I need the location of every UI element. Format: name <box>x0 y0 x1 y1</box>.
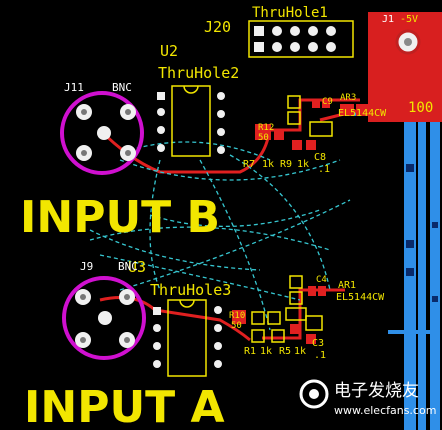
ar3-label: AR3 <box>340 93 356 103</box>
c8-value: .1 <box>318 164 330 175</box>
ar3-amplifier-area[interactable]: R12 50 R7 1k R9 1k C8 .1 C9 AR3 EL5144CW <box>243 93 387 175</box>
ar1-amplifier-area[interactable]: R10 50 R1 1k R5 1k C3 .1 C4 AR1 EL5144CW <box>229 275 385 361</box>
j20-label: J20 <box>204 18 231 36</box>
thruhole1-label: ThruHole1 <box>252 5 328 21</box>
r7-value: 1k <box>262 159 274 170</box>
input-a-label: INPUT A <box>24 382 225 430</box>
r5-label: R5 <box>279 346 291 357</box>
j9-label: J9 <box>80 260 93 273</box>
watermark: 电子发烧友 www.elecfans.com <box>299 379 436 417</box>
r9-label: R9 <box>280 159 292 170</box>
el-bottom-label: EL5144CW <box>336 292 385 303</box>
r5-value: 1k <box>294 346 306 357</box>
u3-label: U3 <box>128 258 146 276</box>
watermark-url: www.elecfans.com <box>334 404 436 417</box>
u2-dip-package[interactable]: U2 ThruHole2 <box>157 42 239 157</box>
j1-5v-label: -5V <box>400 14 418 25</box>
c4-label: C4 <box>316 275 327 285</box>
ar1-label: AR1 <box>338 280 356 291</box>
j11-label: J11 <box>64 81 84 94</box>
r1-label: R1 <box>244 346 256 357</box>
r1-value: 1k <box>260 346 272 357</box>
el-top-label: EL5144CW <box>338 108 387 119</box>
watermark-chinese: 电子发烧友 <box>334 381 419 401</box>
u2-label: U2 <box>160 42 178 60</box>
j20-header[interactable]: J20 ThruHole1 <box>204 5 354 58</box>
j1-label: J1 <box>382 14 394 25</box>
r12-label: R12 <box>258 123 274 133</box>
j11-bnc-connector[interactable]: J11 BNC <box>60 81 144 175</box>
j1-connector[interactable]: J1 -5V 100 <box>368 12 442 122</box>
r9-value: 1k <box>297 159 309 170</box>
input-b-label: INPUT B <box>20 192 220 243</box>
r10-label: R10 <box>229 311 245 321</box>
u3-dip-package[interactable]: U3 ThruHole3 <box>128 258 231 377</box>
c3-value: .1 <box>314 350 326 361</box>
c9-label: C9 <box>322 97 333 107</box>
c8-label: C8 <box>314 152 326 163</box>
bnc-top-label: BNC <box>112 81 132 94</box>
j9-bnc-connector[interactable]: J9 BNC <box>62 260 146 360</box>
ratsnest-lines <box>89 141 351 331</box>
j1-partial-100-label: 100 <box>408 100 433 116</box>
r10-value: 50 <box>231 321 242 331</box>
thruhole3-label: ThruHole3 <box>150 281 231 299</box>
c3-label: C3 <box>312 338 324 349</box>
r7-label: R7 <box>243 159 255 170</box>
r12-value: 50 <box>258 133 269 143</box>
thruhole2-label: ThruHole2 <box>158 64 239 82</box>
bnc-bottom-label: BNC <box>118 260 138 273</box>
